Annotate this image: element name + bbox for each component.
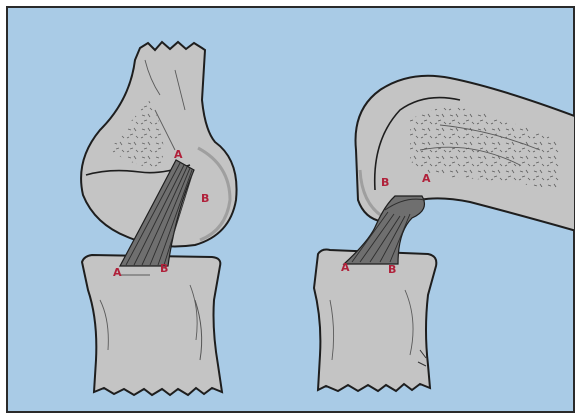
right-tibia-label-b: B bbox=[388, 263, 396, 276]
right-femur-label-b: B bbox=[381, 176, 389, 189]
left-femur-label-b: B bbox=[201, 192, 209, 205]
right-tibia-label-a: A bbox=[341, 261, 350, 274]
right-femur-label-a: A bbox=[422, 172, 431, 185]
right-tibia bbox=[314, 250, 436, 392]
left-tibia-label-a: A bbox=[113, 266, 122, 279]
left-tibia bbox=[82, 255, 222, 395]
left-femur-label-a: A bbox=[174, 148, 183, 161]
left-tibia-label-b: B bbox=[160, 262, 168, 275]
